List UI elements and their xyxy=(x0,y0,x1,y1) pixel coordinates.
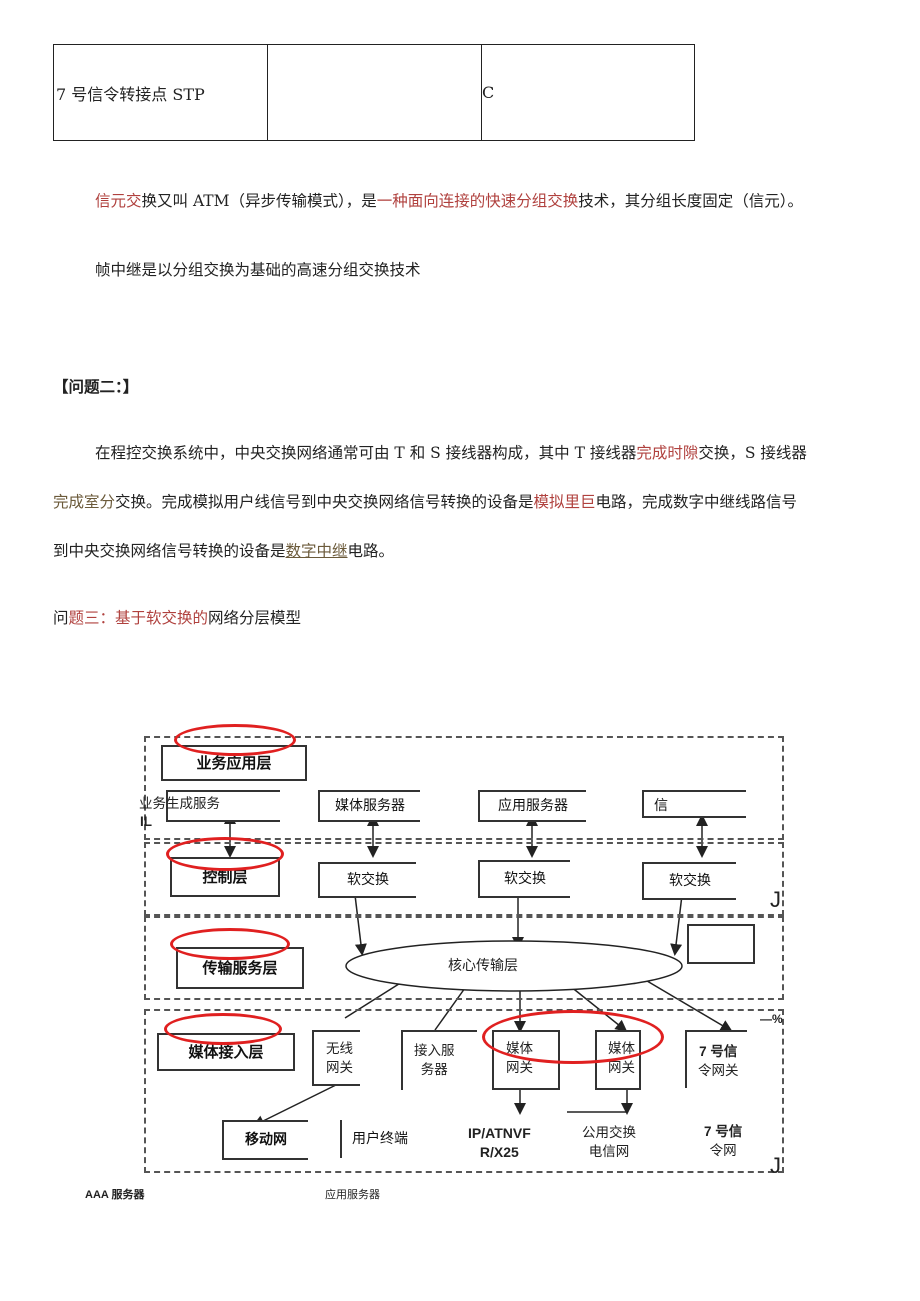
text-span: 完成室分 xyxy=(53,493,116,511)
text-line: 网关 xyxy=(608,1060,635,1076)
access-layer-boundary xyxy=(144,1009,784,1173)
text-span: 网络分层模型 xyxy=(208,609,302,627)
softswitch-layer-diagram: 业务应用层 控制层 传输服务层 媒体接入层 业务生成服务 IL 媒体服务器 应用… xyxy=(130,720,800,1190)
text-line: 公用交换 xyxy=(582,1125,636,1141)
table-cell: C xyxy=(481,44,695,141)
wireless-gateway xyxy=(312,1030,360,1086)
text-span: 交换，S 接线器 xyxy=(698,444,807,462)
ss7-gateway xyxy=(685,1030,747,1088)
text-span: 技术，其分组长度固定（信元）。 xyxy=(578,192,804,210)
signaling-server: 信 xyxy=(642,790,746,818)
frame-relay-paragraph: 帧中继是以分组交换为基础的高速分组交换技术 xyxy=(95,261,421,279)
atm-paragraph: 信元交换又叫 ATM（异步传输模式），是一种面向连接的快速分组交换技术，其分组长… xyxy=(95,190,803,212)
ip-network-label: IP/ATNVF R/X25 xyxy=(468,1124,531,1162)
signaling-table: 7 号信令转接点 STP C xyxy=(53,44,695,141)
unlabeled-box xyxy=(687,924,755,964)
app-layer-boundary xyxy=(144,736,784,840)
access-server xyxy=(401,1030,477,1090)
text-span: 信元交 xyxy=(95,192,142,210)
text-line: 令网关 xyxy=(698,1063,739,1078)
softswitch-box: 软交换 xyxy=(478,860,570,898)
text-span: 到中央交换网络信号转换的设备是 xyxy=(53,542,286,560)
service-creation-server-label: 业务生成服务 xyxy=(139,796,220,812)
access-server-label: 接入服 务器 xyxy=(414,1042,455,1080)
text-span: 题三：基于软交换的 xyxy=(68,609,209,627)
wireless-gateway-label: 无线 网关 xyxy=(326,1040,353,1078)
transport-layer-boundary xyxy=(144,916,784,1000)
text-span: 电路。 xyxy=(347,542,395,560)
ss7-gateway-label: 7 号信 令网关 xyxy=(698,1042,739,1080)
text-line: 电信网 xyxy=(588,1144,630,1160)
text-line: 7 号信 xyxy=(704,1124,743,1139)
switching-paragraph-line3: 到中央交换网络信号转换的设备是数字中继电路。 xyxy=(53,540,394,562)
mark-j: J xyxy=(770,1153,781,1178)
text-line: 令网 xyxy=(709,1143,737,1158)
aaa-server-caption: AAA 服务器 xyxy=(85,1189,145,1201)
pstn-label: 公用交换 电信网 xyxy=(582,1124,636,1162)
text-line: IP/ATNVF xyxy=(468,1125,531,1141)
text-span: 完成时隙 xyxy=(636,444,699,462)
text-line: 7 号信 xyxy=(699,1044,738,1059)
media-server: 媒体服务器 xyxy=(318,790,420,822)
text-line: 无线 xyxy=(326,1041,353,1057)
annotation-circle xyxy=(166,837,284,871)
app-layer-label: 业务应用层 xyxy=(161,745,307,781)
control-layer-boundary xyxy=(144,842,784,916)
softswitch-box: 软交换 xyxy=(318,862,416,898)
text-span: 模拟里巨 xyxy=(533,493,596,511)
app-server-caption: 应用服务器 xyxy=(325,1189,380,1201)
annotation-circle xyxy=(482,1010,664,1064)
mark-percent: —% xyxy=(760,1012,783,1026)
text-line: 接入服 xyxy=(414,1043,455,1059)
text-span: 交换。完成模拟用户线信号到中央交换网络信号转换的设备是 xyxy=(115,493,534,511)
text-line: 网关 xyxy=(326,1060,353,1076)
switching-paragraph-line2: 完成室分交换。完成模拟用户线信号到中央交换网络信号转换的设备是模拟里巨电路，完成… xyxy=(53,491,797,513)
question-three-title: 问题三：基于软交换的网络分层模型 xyxy=(53,607,301,629)
text-line: R/X25 xyxy=(479,1144,519,1160)
diagram-connectors xyxy=(224,812,733,1127)
ss7-network-label: 7 号信 令网 xyxy=(704,1122,742,1160)
question-two-title: 【问题二：】 xyxy=(53,377,139,396)
service-creation-server xyxy=(166,790,280,822)
text-line: 网关 xyxy=(506,1060,533,1076)
core-transport-label: 核心传输层 xyxy=(448,958,518,974)
application-server: 应用服务器 xyxy=(478,790,586,822)
service-creation-server-suffix: IL xyxy=(140,814,152,829)
table-row: 7 号信令转接点 STP C xyxy=(53,44,695,141)
switching-paragraph-line1: 在程控交换系统中，中央交换网络通常可由 T 和 S 接线器构成，其中 T 接线器… xyxy=(95,442,807,464)
text-span: 在程控交换系统中，中央交换网络通常可由 T 和 S 接线器构成，其中 T 接线器 xyxy=(95,444,637,462)
text-line: 务器 xyxy=(420,1062,448,1078)
annotation-circle xyxy=(174,724,296,756)
text-span: 电路，完成数字中继线路信号 xyxy=(595,493,798,511)
text-span: 数字中继 xyxy=(285,542,348,560)
table-cell xyxy=(267,44,482,141)
user-terminal: 用户终端 xyxy=(340,1120,418,1158)
mobile-network: 移动网 xyxy=(222,1120,308,1160)
annotation-circle xyxy=(164,1013,282,1045)
annotation-circle xyxy=(170,928,290,960)
text-span: 一种面向连接的快速分组交换 xyxy=(376,192,579,210)
text-span: 问 xyxy=(53,609,69,627)
mark-j: J xyxy=(770,887,781,912)
softswitch-box: 软交换 xyxy=(642,862,736,900)
text-span: 换又叫 ATM（异步传输模式），是 xyxy=(141,192,377,210)
table-cell: 7 号信令转接点 STP xyxy=(53,44,268,141)
